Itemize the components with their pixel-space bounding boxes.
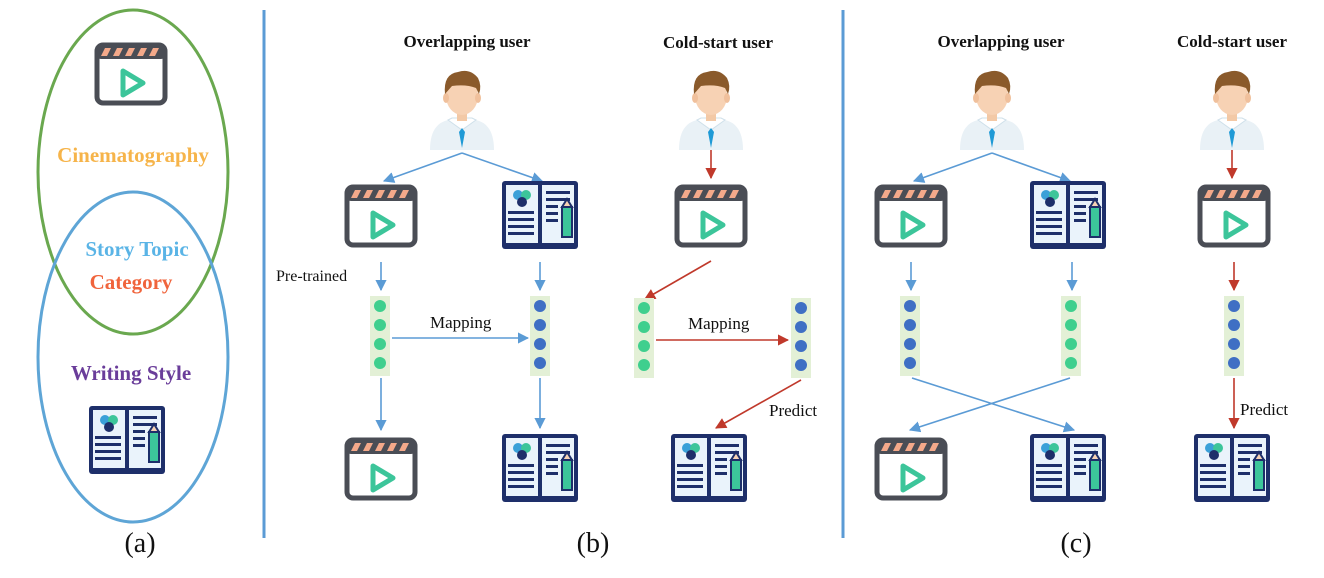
- embedding-blue-c3: [1224, 296, 1244, 376]
- label-overlapping-user-c: Overlapping user: [937, 32, 1064, 51]
- writing-style-ellipse: [36, 190, 230, 524]
- book-icon: [88, 405, 166, 475]
- arrow-user-to-book: [461, 152, 544, 183]
- label-cold-start-user-c: Cold-start user: [1177, 32, 1287, 51]
- label-predict-b: Predict: [769, 401, 817, 420]
- user-icon: [959, 70, 1025, 151]
- label-pre-trained: Pre-trained: [276, 268, 347, 285]
- arrow-predict: [715, 379, 802, 429]
- arrow-user-to-video: [912, 152, 993, 183]
- embedding-blue-b2: [530, 296, 550, 376]
- video-clapper-icon: [97, 45, 165, 103]
- arrow-cold-video-to-embedding: [644, 260, 712, 300]
- label-cold-start-user-b: Cold-start user: [663, 33, 773, 52]
- label-predict-c: Predict: [1240, 400, 1288, 419]
- video-clapper-icon: [877, 187, 945, 245]
- panel-a: Cinematography Story Topic Category Writ…: [36, 8, 230, 559]
- video-clapper-icon: [347, 440, 415, 498]
- video-clapper-icon: [877, 440, 945, 498]
- arrow-user-to-video: [382, 152, 463, 183]
- embedding-green-c2: [1061, 296, 1081, 376]
- book-icon: [670, 433, 748, 503]
- panel-b: Overlapping user Cold-start user Pre-tra…: [276, 32, 817, 559]
- user-icon: [1199, 70, 1265, 151]
- label-writing-style: Writing Style: [71, 361, 191, 385]
- video-clapper-icon: [677, 187, 745, 245]
- user-icon: [678, 70, 744, 151]
- caption-a: (a): [124, 528, 155, 559]
- arrow-cross-video-to-book: [911, 377, 1076, 433]
- video-clapper-icon: [347, 187, 415, 245]
- panel-c: Overlapping user Cold-start user: [877, 32, 1288, 559]
- embedding-blue-c1: [900, 296, 920, 376]
- book-icon: [501, 180, 579, 250]
- book-icon: [1029, 180, 1107, 250]
- user-icon: [429, 70, 495, 151]
- arrow-user-to-book: [991, 152, 1072, 183]
- embedding-blue-b4: [791, 298, 811, 378]
- embedding-green-b1: [370, 296, 390, 376]
- label-story-topic: Story Topic: [85, 237, 188, 261]
- label-mapping-b-right: Mapping: [688, 314, 750, 333]
- label-category: Category: [90, 270, 173, 294]
- arrow-cross-book-to-video: [908, 377, 1071, 433]
- label-overlapping-user-b: Overlapping user: [403, 32, 530, 51]
- label-cinematography: Cinematography: [57, 143, 209, 167]
- video-clapper-icon: [1200, 187, 1268, 245]
- book-icon: [501, 433, 579, 503]
- cinematography-ellipse: [36, 8, 230, 336]
- caption-b: (b): [577, 528, 610, 559]
- embedding-green-b3: [634, 298, 654, 378]
- book-icon: [1193, 433, 1271, 503]
- caption-c: (c): [1060, 528, 1091, 559]
- label-mapping-b-left: Mapping: [430, 313, 492, 332]
- book-icon: [1029, 433, 1107, 503]
